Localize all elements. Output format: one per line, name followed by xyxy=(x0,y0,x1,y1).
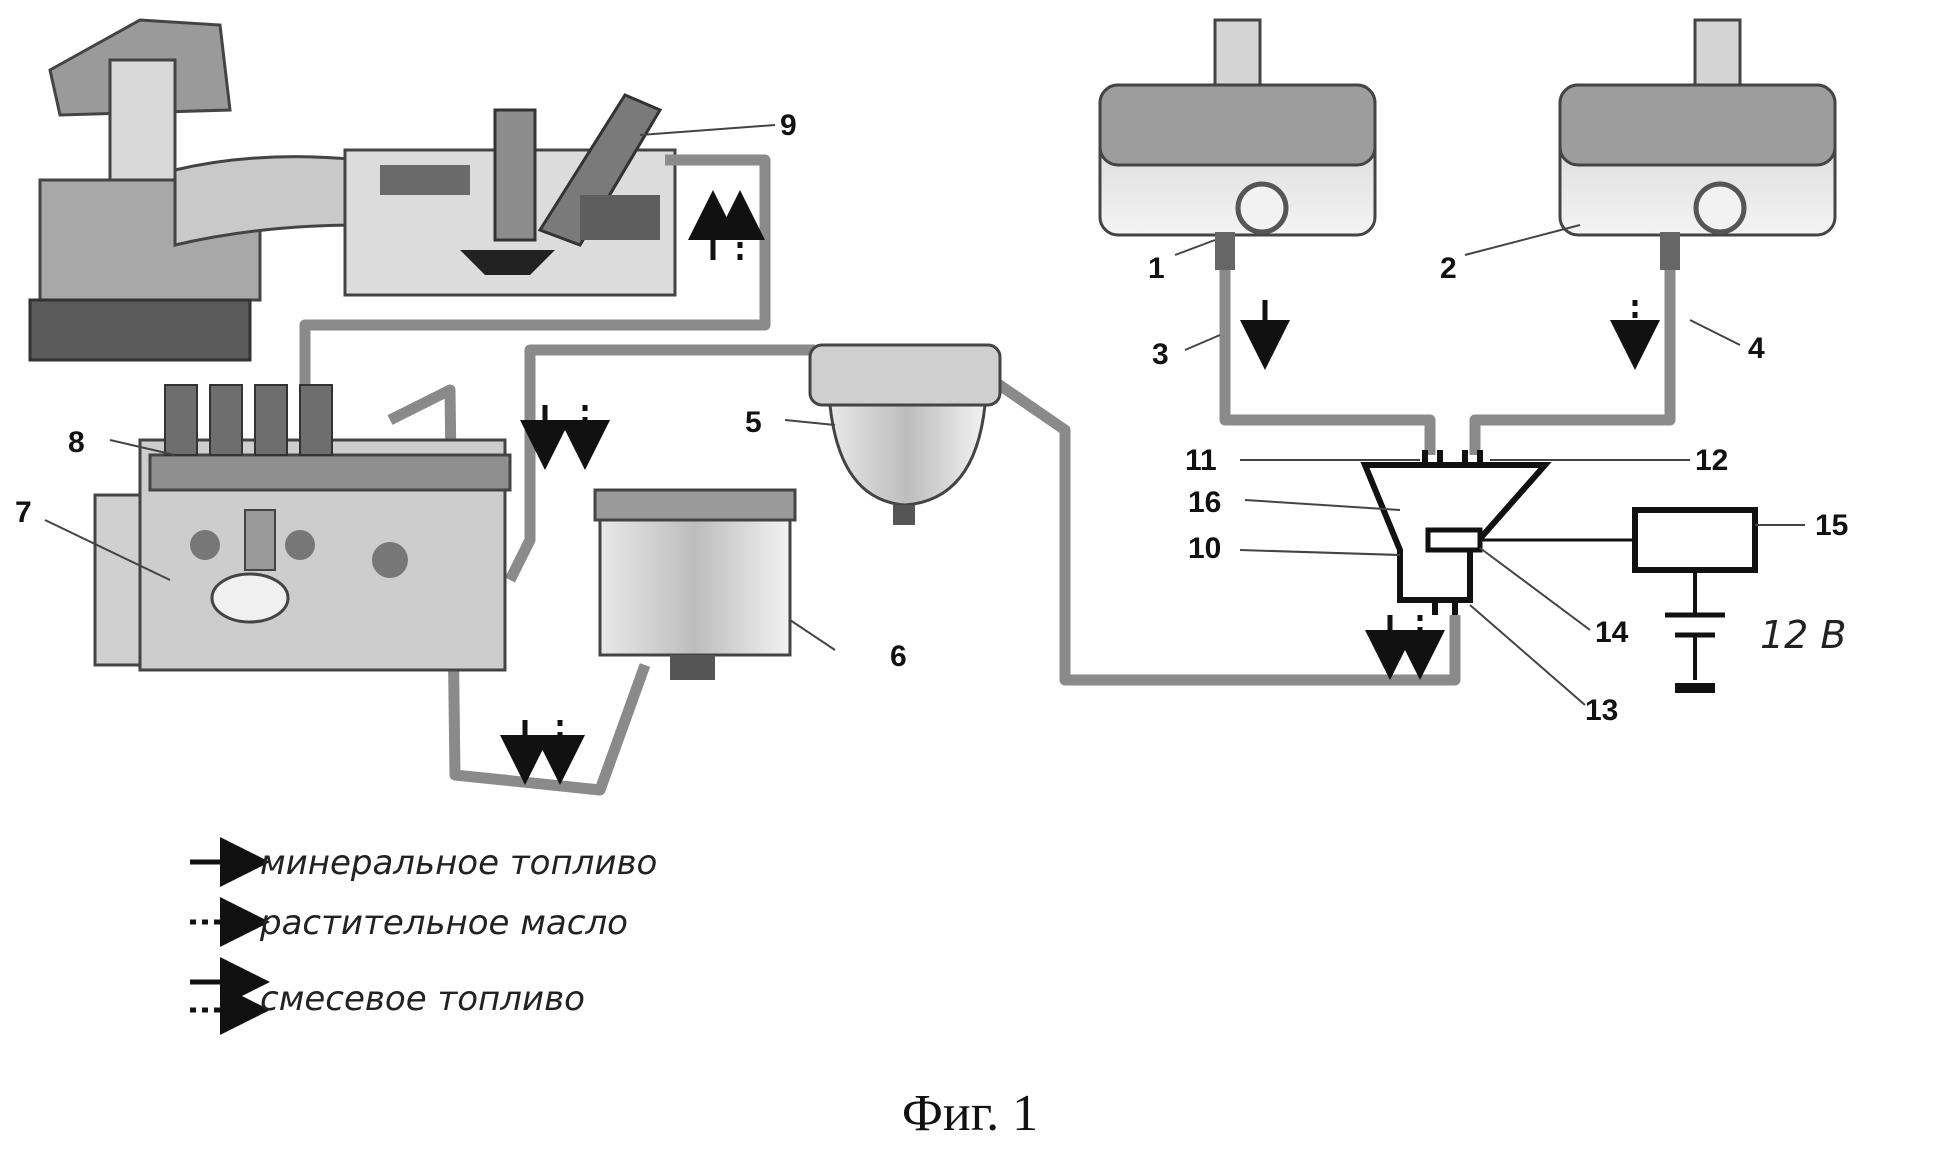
label-6: 6 xyxy=(890,640,907,673)
leader-lines xyxy=(44,124,1805,706)
label-11: 11 xyxy=(1185,444,1217,477)
engine-head xyxy=(28,18,677,362)
callout-labels: 1 2 3 4 5 6 7 8 9 10 11 12 13 14 15 16 1… xyxy=(15,109,1848,727)
legend-text-mineral: минеральное топливо xyxy=(260,843,657,883)
mixer-device xyxy=(1360,450,1758,693)
legend-item-mixed: смесевое топливо xyxy=(190,957,585,1035)
figure-caption: Фиг. 1 xyxy=(902,1085,1038,1142)
legend-item-mineral: минеральное топливо xyxy=(190,837,657,887)
label-5: 5 xyxy=(745,406,762,439)
fine-filter xyxy=(808,343,1002,525)
legend: минеральное топливо растительное масло с… xyxy=(190,837,657,1035)
label-7: 7 xyxy=(15,496,32,529)
label-15: 15 xyxy=(1815,509,1848,542)
voltage-label: 12 В xyxy=(1760,613,1847,657)
label-1: 1 xyxy=(1148,252,1165,285)
fuel-tank-2 xyxy=(1558,18,1837,270)
fuel-lines xyxy=(299,154,1676,796)
legend-item-vegetable: растительное масло xyxy=(190,897,628,947)
legend-text-vegetable: растительное масло xyxy=(259,903,628,943)
coarse-filter xyxy=(593,488,797,680)
label-10: 10 xyxy=(1188,532,1221,565)
fuel-tank-1 xyxy=(1098,18,1377,270)
label-13: 13 xyxy=(1585,694,1618,727)
label-14: 14 xyxy=(1595,616,1629,649)
legend-text-mixed: смесевое топливо xyxy=(260,979,585,1019)
label-3: 3 xyxy=(1152,338,1169,371)
injection-pump xyxy=(93,384,512,672)
flow-arrows xyxy=(500,190,1660,785)
label-9: 9 xyxy=(780,109,797,142)
label-16: 16 xyxy=(1188,486,1221,519)
label-2: 2 xyxy=(1440,252,1457,285)
label-12: 12 xyxy=(1695,444,1728,477)
label-4: 4 xyxy=(1748,332,1765,365)
label-8: 8 xyxy=(68,426,85,459)
